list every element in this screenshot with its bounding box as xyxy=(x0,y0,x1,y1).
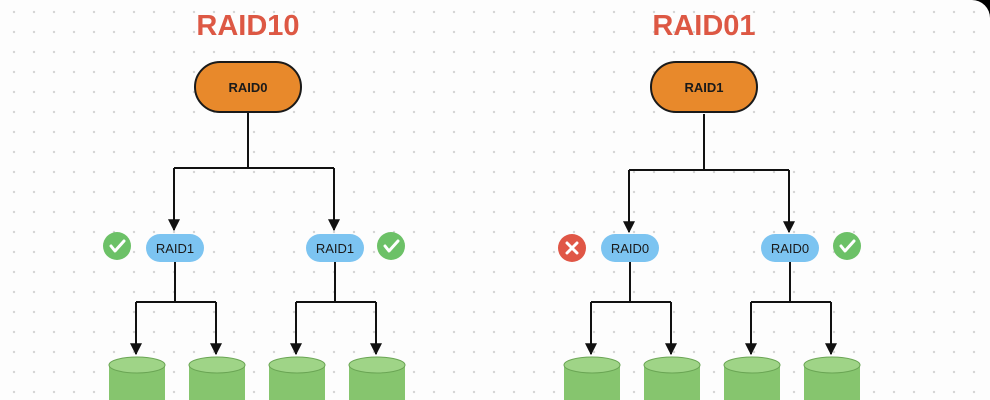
raid10-child-left: RAID1 xyxy=(146,234,204,262)
raid01-top-label: RAID1 xyxy=(684,80,723,95)
disk-icon xyxy=(563,356,621,400)
raid10-child-left-label: RAID1 xyxy=(156,241,194,256)
raid10-title: RAID10 xyxy=(196,10,300,42)
disk-icon xyxy=(643,356,701,400)
disk-icon xyxy=(723,356,781,400)
raid10-tree: RAID0 RAID1 RAID1 xyxy=(103,61,406,400)
raid01-child-right: RAID0 xyxy=(761,234,819,262)
disk-icon xyxy=(348,356,406,400)
disk-icon xyxy=(108,356,166,400)
disk-icon xyxy=(188,356,246,400)
disk-icon xyxy=(268,356,326,400)
check-icon xyxy=(103,232,131,260)
raid01-top-connectors xyxy=(623,114,795,234)
raid01-child-left: RAID0 xyxy=(601,234,659,262)
raid10-top-label: RAID0 xyxy=(228,80,267,95)
raid10-child-right: RAID1 xyxy=(306,234,364,262)
raid01-tree: RAID1 RAID0 RAID0 xyxy=(558,61,861,400)
check-icon xyxy=(833,232,861,260)
cross-icon xyxy=(558,234,586,262)
raid10-child-right-label: RAID1 xyxy=(316,241,354,256)
raid01-title: RAID01 xyxy=(652,10,756,42)
raid01-disk-connectors xyxy=(585,262,837,356)
raid10-top-node: RAID0 xyxy=(194,61,302,113)
raid10-disk-connectors xyxy=(130,262,382,356)
raid01-child-right-label: RAID0 xyxy=(771,241,809,256)
raid01-top-node: RAID1 xyxy=(650,61,758,113)
raid10-top-connectors xyxy=(168,112,340,232)
check-icon xyxy=(377,232,405,260)
disk-icon xyxy=(803,356,861,400)
raid01-child-left-label: RAID0 xyxy=(611,241,649,256)
